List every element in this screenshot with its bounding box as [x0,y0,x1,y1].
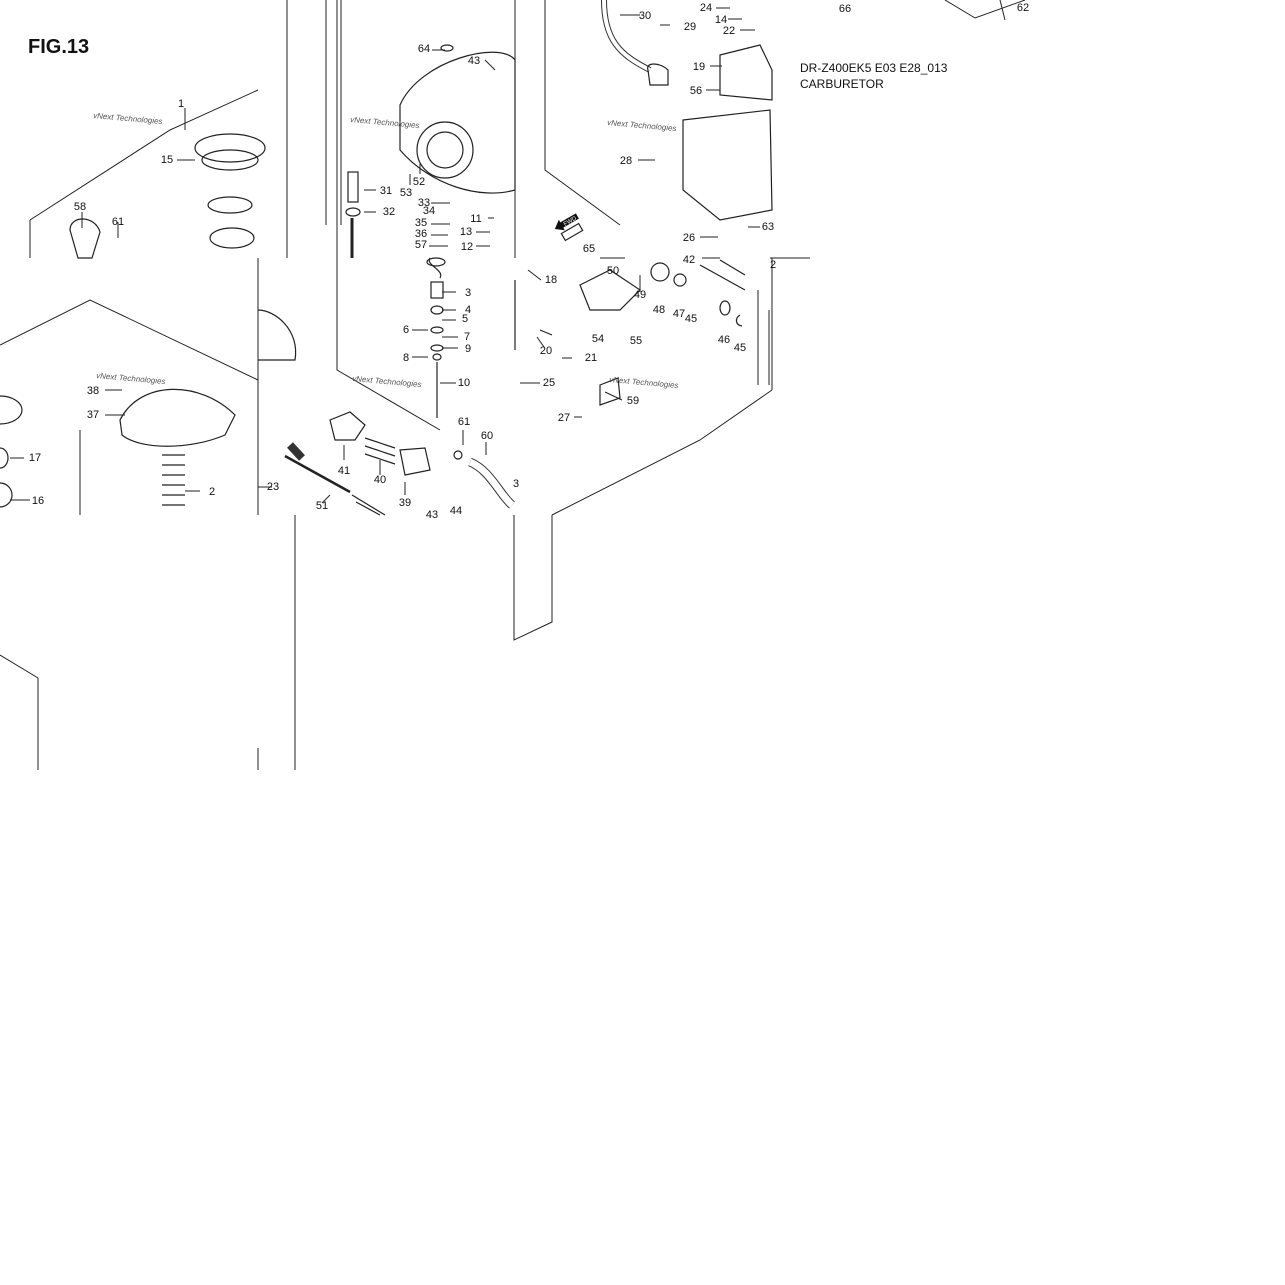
watermark-text: vNext Technologies [352,374,422,389]
callout-label: 61 [458,416,470,428]
callout-label: 62 [1017,2,1029,14]
callout-label: 34 [423,205,435,217]
callout-label: 18 [545,274,557,286]
callout-label: 56 [690,85,702,97]
callout-label: 54 [592,333,604,345]
callout-label: 25 [543,377,555,389]
callout-label: 21 [585,352,597,364]
part-sketches [0,44,773,516]
callout-label: 47 [673,308,685,320]
callout-label: 45 [685,313,697,325]
callout-label: 24 [700,2,712,14]
callout-label: 53 [400,187,412,199]
model-name: CARBURETOR [800,77,884,91]
callout-label: 29 [684,21,696,33]
callout-label: 4 [465,304,471,316]
callout-label: 28 [620,155,632,167]
watermark-text: vNext Technologies [93,111,163,126]
callout-label: 19 [693,61,705,73]
callout-label: 20 [540,345,552,357]
callout-label: 22 [723,25,735,37]
callout-label: 9 [465,343,471,355]
callout-label: 13 [460,226,472,238]
callout-label: 27 [558,412,570,424]
callout-label: 6 [403,324,409,336]
callout-label: 3 [465,287,471,299]
callout-label: 46 [718,334,730,346]
callout-label: 64 [418,43,430,55]
callout-label: 2 [209,486,215,498]
callout-label: 8 [403,352,409,364]
callout-label: 41 [338,465,350,477]
callout-label: 44 [450,505,462,517]
callout-label: 35 [415,217,427,229]
callout-label: 42 [683,254,695,266]
callout-label: 66 [839,3,851,15]
callout-label: 52 [413,176,425,188]
callout-label: 57 [415,239,427,251]
callout-label: 14 [715,14,727,26]
callout-label: 7 [464,331,470,343]
callout-label: 33 [418,197,430,209]
callout-label: 36 [415,228,427,240]
callout-label: 49 [634,289,646,301]
model-code: DR-Z400EK5 E03 E28_013 [800,61,948,75]
callout-label: 12 [461,241,473,253]
callout-label: 39 [399,497,411,509]
callout-label: 5 [462,313,468,325]
callout-label: 63 [762,221,774,233]
watermark-text: vNext Technologies [350,115,420,130]
watermark-text: vNext Technologies [607,118,677,133]
callout-label: 45 [734,342,746,354]
callout-label: 1 [178,98,184,110]
callout-label: 65 [583,243,595,255]
figure-title: FIG.13 [28,36,90,58]
callout-label: 38 [87,385,99,397]
watermark-text: vNext Technologies [96,371,166,386]
callout-label: 30 [639,10,651,22]
callout-label: 3 [513,478,519,490]
diagram-outlines [0,0,1026,770]
callout-label: 11 [470,213,481,225]
callout-label: 58 [74,201,86,213]
callout-label: 43 [426,509,438,521]
callout-label: 31 [380,185,392,197]
callout-label: 32 [383,206,395,218]
callout-label: 17 [29,452,41,464]
callout-label: 40 [374,474,386,486]
callout-layer: 1155861644331325352333435365711131230241… [29,2,1029,521]
callout-label: 10 [458,377,470,389]
callout-label: 60 [481,430,493,442]
callout-label: 61 [112,216,124,228]
model-info: DR-Z400EK5 E03 E28_013 CARBURETOR [800,60,947,92]
callout-label: 55 [630,335,642,347]
callout-label: 59 [627,395,639,407]
callout-label: 43 [468,55,480,67]
callout-label: 26 [683,232,695,244]
callout-label: 51 [316,500,328,512]
callout-label: 23 [267,481,279,493]
callout-label: 48 [653,304,665,316]
callout-label: 2 [770,259,776,271]
callout-label: 16 [32,495,44,507]
callout-label: 37 [87,409,99,421]
callout-label: 50 [607,265,619,277]
callout-label: 15 [161,154,173,166]
